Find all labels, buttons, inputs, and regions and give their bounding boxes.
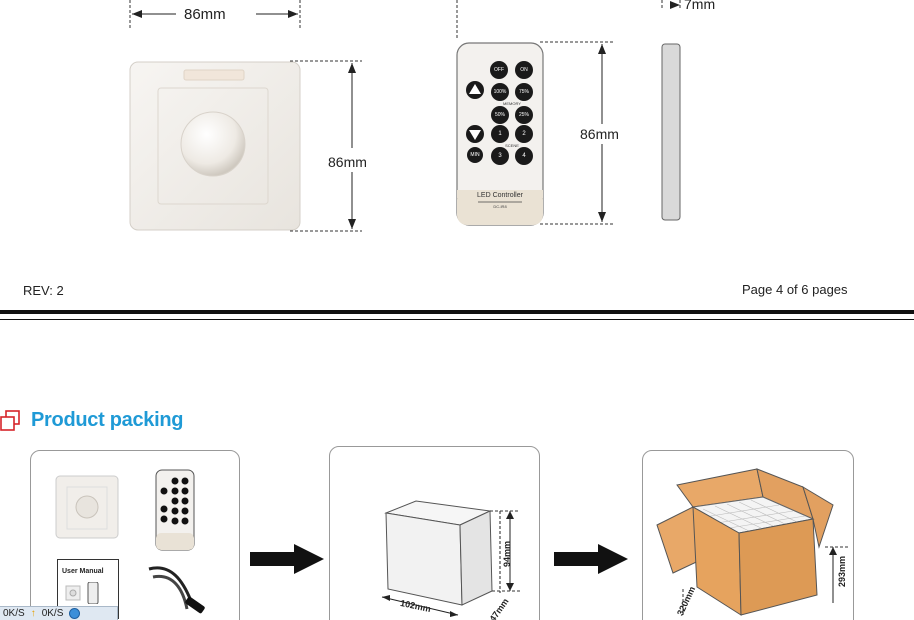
- download-speed-label: 0K/S: [3, 608, 25, 619]
- section-title: Product packing: [31, 409, 184, 431]
- packing-contents-panel: User Manual: [30, 450, 240, 620]
- dimmer-height-label: 86mm: [328, 154, 367, 170]
- side-view-image: 7mm: [660, 0, 740, 226]
- arrow-right-icon: [250, 544, 324, 574]
- remote-scene-3-label: 3: [498, 153, 502, 159]
- user-manual-label: User Manual: [62, 568, 104, 575]
- remote-min-label: MIN: [470, 152, 480, 158]
- browser-icon[interactable]: [69, 608, 81, 619]
- mini-remote-image: [155, 469, 195, 551]
- remote-50-label: 50%: [494, 112, 505, 118]
- remote-75-label: 75%: [518, 89, 529, 95]
- box-panel: 94mm 102mm 47mm: [329, 446, 540, 620]
- upload-speed-label: 0K/S: [41, 608, 64, 619]
- remote-100-label: 100%: [493, 89, 507, 95]
- remote-top-marker: [456, 0, 458, 40]
- remote-on-label: ON: [520, 67, 528, 73]
- carton-height-label: 293mm: [837, 555, 847, 587]
- remote-scene-2-label: 2: [522, 131, 526, 137]
- upload-arrow-icon: ↑: [30, 608, 36, 619]
- width-dimension: 86mm: [128, 0, 302, 30]
- depth-dimension-label: 7mm: [684, 0, 716, 12]
- remote-height-label: 86mm: [580, 126, 619, 142]
- dimmer-switch-image: [128, 60, 304, 232]
- carton-box-image: 293mm 320mm: [653, 465, 853, 620]
- carton-panel: 293mm 320mm: [642, 450, 854, 620]
- remote-scene-label: SCENE: [505, 143, 519, 148]
- page-divider-thick: [0, 310, 914, 314]
- arrow-right-icon-2: [554, 544, 628, 574]
- remote-model-label: DC-IR8: [493, 204, 507, 209]
- width-dimension-label: 86mm: [184, 6, 226, 23]
- revision-label: REV: 2: [23, 283, 64, 298]
- remote-brand-label: LED Controller: [477, 192, 523, 199]
- remote-scene-1-label: 1: [498, 131, 502, 137]
- remote-height-dimension: 86mm: [540, 40, 630, 226]
- remote-scene-4-label: 4: [522, 153, 526, 159]
- cable-image: [143, 563, 223, 620]
- remote-off-label: OFF: [494, 67, 504, 73]
- remote-25-label: 25%: [518, 112, 529, 118]
- mini-dimmer-image: [55, 475, 119, 539]
- gift-box-image: 94mm 102mm 47mm: [370, 497, 530, 620]
- remote-control-image: OFF ON 100% 75% MEMORY 50% 25% 1 2 SCENE…: [456, 42, 544, 226]
- remote-memory-label: MEMORY: [503, 101, 521, 106]
- dimmer-height-dimension: 86mm: [290, 60, 370, 235]
- page-number: Page 4 of 6 pages: [742, 282, 848, 297]
- page-divider-thin: [0, 319, 914, 320]
- network-speed-widget[interactable]: 0K/S ↑ 0K/S: [0, 606, 118, 620]
- box-height-label: 94mm: [502, 540, 512, 567]
- section-bullet-icon: [0, 410, 22, 434]
